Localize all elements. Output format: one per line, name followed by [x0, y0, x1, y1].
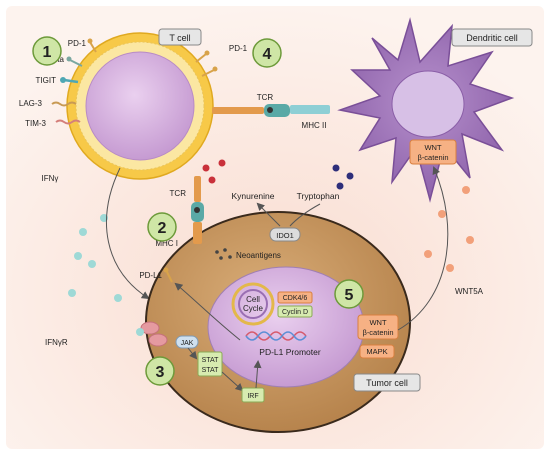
irf-to-promoter-arrow — [253, 360, 262, 389]
pd1-left-receptor — [87, 38, 97, 53]
cdk46-label: CDK4/6 — [283, 295, 308, 302]
badge-3: 3 — [145, 356, 175, 386]
tcr-top-label: TCR — [257, 93, 274, 102]
lag3-receptor — [51, 101, 77, 107]
badge-1: 1 — [32, 36, 62, 66]
kynurenine-label: Kynurenine — [231, 191, 274, 201]
pd1-right-receptor — [195, 50, 218, 77]
tumor-cell-label: Tumor cell — [366, 378, 408, 388]
tigit-label: TIGIT — [36, 76, 57, 85]
mapk-label: MAPK — [366, 347, 387, 356]
badge-2: 2 — [147, 212, 177, 242]
wnt5a-label: WNT5A — [455, 287, 484, 296]
bcatenin-dc-label: β-catenin — [418, 153, 449, 162]
dendritic-cell-label: Dendritic cell — [466, 33, 518, 43]
tcr-mid-label: TCR — [170, 189, 187, 198]
wnt-tumor-label: WNT — [369, 318, 386, 327]
wnt-bcatenin-dc-box — [409, 139, 457, 165]
tumor-cell-label-box — [353, 373, 421, 392]
cyclin-d-box — [277, 305, 313, 318]
neoantigens-label: Neoantigens — [236, 251, 281, 260]
tryptophan-molecules — [332, 164, 354, 190]
pd1-right-label: PD-1 — [229, 44, 248, 53]
badge-3-label: 3 — [156, 364, 165, 381]
ido1-to-kynurenine-arrow — [256, 202, 281, 227]
ido1-box — [269, 227, 301, 242]
jak-label: JAK — [181, 340, 194, 347]
pdl1-label: PD-L1 — [139, 271, 162, 280]
dendritic-cell: WNT β-catenin — [337, 17, 515, 203]
wnt-bcatenin-tumor-box — [357, 314, 399, 340]
neoantigen-dots — [215, 248, 232, 260]
mhc2-label: MHC II — [302, 121, 327, 130]
tumor-cell — [145, 211, 411, 433]
tim3-receptor — [55, 119, 81, 125]
tryptophan-label: Tryptophan — [297, 191, 340, 201]
ifng-label: IFNγ — [42, 174, 59, 183]
tigit-receptor — [60, 77, 79, 84]
tcr-mhc2-complex — [212, 104, 330, 117]
lag3-label: LAG-3 — [19, 99, 43, 108]
dna-helix-icon — [245, 331, 307, 341]
promoter-to-pdl1-arrow — [174, 282, 241, 341]
jak-to-stat-arrow — [187, 347, 198, 360]
t-cell — [66, 32, 214, 180]
cell-cycle-icon — [231, 282, 275, 326]
tryptophan-to-ido1-line — [289, 203, 321, 227]
tim3-label: TIM-3 — [25, 119, 46, 128]
t-cell-label: T cell — [169, 33, 190, 43]
ifngr-label: IFNγR — [45, 338, 68, 347]
vista-receptor — [66, 56, 83, 67]
ifngr-receptor — [136, 321, 168, 347]
wnt5a-molecules — [424, 186, 474, 272]
wnt5a-arrow — [397, 166, 449, 331]
cyclin-d-label: Cyclin D — [282, 309, 308, 316]
badge-4: 4 — [252, 38, 282, 68]
jak-box — [175, 335, 199, 349]
tcr-mhc1-complex — [191, 176, 204, 244]
kynurenine-molecules — [202, 159, 226, 184]
badge-2-label: 2 — [158, 220, 167, 237]
irf-label: IRF — [247, 393, 258, 400]
stat-to-irf-arrow — [221, 371, 244, 392]
mapk-box — [359, 344, 395, 359]
badge-5: 5 — [334, 279, 364, 309]
pdl1-promoter-label: PD-L1 Promoter — [259, 347, 321, 357]
cell-cycle-label-2: Cycle — [243, 304, 264, 313]
dendritic-cell-label-box — [451, 28, 533, 47]
irf-box — [241, 387, 265, 403]
cell-cycle-label-1: Cell — [246, 295, 260, 304]
stat2-label: STAT — [202, 367, 220, 374]
stat1-label: STAT — [202, 357, 220, 364]
badge-4-label: 4 — [263, 46, 272, 63]
pdl1-receptor — [163, 267, 173, 283]
bcatenin-tumor-label: β-catenin — [363, 328, 394, 337]
t-cell-label-box — [158, 28, 202, 46]
ifng-arrow — [106, 167, 150, 300]
mhc1-label: MHC I — [155, 239, 178, 248]
badge-5-label: 5 — [345, 287, 354, 304]
cdk46-box — [277, 291, 313, 304]
stat-box — [197, 351, 223, 377]
wnt-dc-label: WNT — [424, 143, 441, 152]
ido1-label: IDO1 — [276, 231, 294, 240]
badge-1-label: 1 — [43, 44, 52, 61]
pd1-left-label: PD-1 — [68, 39, 87, 48]
